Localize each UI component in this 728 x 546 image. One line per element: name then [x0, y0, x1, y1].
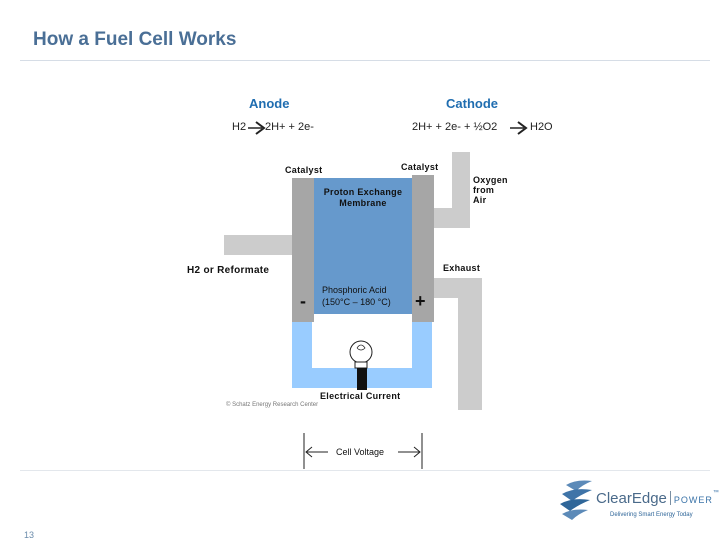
electrolyte-label-line2: (150°C – 180 °C): [322, 297, 391, 307]
cell-voltage-dimension: [303, 433, 423, 469]
logo-trademark: ™: [712, 490, 719, 496]
electrolyte-label-line1: Phosphoric Acid: [322, 285, 387, 295]
light-bulb-icon: [349, 340, 373, 390]
credit-label: © Schatz Energy Research Center: [226, 402, 319, 408]
logo-brand-main: ClearEdge: [596, 490, 667, 507]
anode-equation-right: 2H+ + 2e-: [265, 121, 314, 133]
logo-brand-suffix: POWER: [673, 495, 713, 505]
page-number: 13: [24, 530, 35, 540]
clearedge-logo-icon: [560, 480, 592, 520]
anode-equation-left: H2: [232, 121, 247, 133]
fuel-input-label: H2 or Reformate: [187, 265, 270, 276]
exhaust-label: Exhaust: [443, 263, 481, 273]
oxygen-inlet-pipe: [432, 152, 470, 228]
logo-tagline: Delivering Smart Energy Today: [610, 512, 693, 518]
cell-voltage-label: Cell Voltage: [336, 447, 385, 457]
proton-exchange-membrane: [314, 178, 412, 314]
exhaust-pipe: [432, 278, 482, 410]
membrane-label-line2: Membrane: [339, 198, 387, 208]
oxygen-label-line1: Oxygen: [473, 175, 508, 185]
negative-terminal-sign: -: [300, 291, 306, 311]
title-rule: [20, 60, 710, 61]
oxygen-label-line3: Air: [473, 195, 487, 205]
logo: ClearEdge POWER™: [596, 490, 719, 508]
cathode-catalyst: [412, 175, 434, 322]
slide-title: How a Fuel Cell Works: [33, 29, 237, 50]
anode-heading: Anode: [249, 96, 290, 111]
cathode-equation-right: H2O: [530, 121, 553, 133]
membrane-label-line1: Proton Exchange: [323, 187, 403, 197]
cathode-equation-left: 2H+ + 2e- + ½O2: [412, 121, 498, 133]
anode-reaction-arrow: [248, 121, 266, 135]
oxygen-label-line2: from: [473, 185, 495, 195]
cathode-reaction-arrow: [510, 121, 528, 135]
cathode-catalyst-label: Catalyst: [401, 162, 439, 172]
anode-catalyst: [292, 178, 314, 322]
electrical-current-label: Electrical Current: [320, 391, 401, 401]
hydrogen-inlet-pipe: [224, 235, 294, 255]
footer-rule: [20, 470, 710, 471]
positive-terminal-sign: +: [415, 291, 426, 311]
logo-separator: [669, 491, 671, 505]
anode-catalyst-label: Catalyst: [285, 165, 323, 175]
cathode-heading: Cathode: [446, 96, 498, 111]
